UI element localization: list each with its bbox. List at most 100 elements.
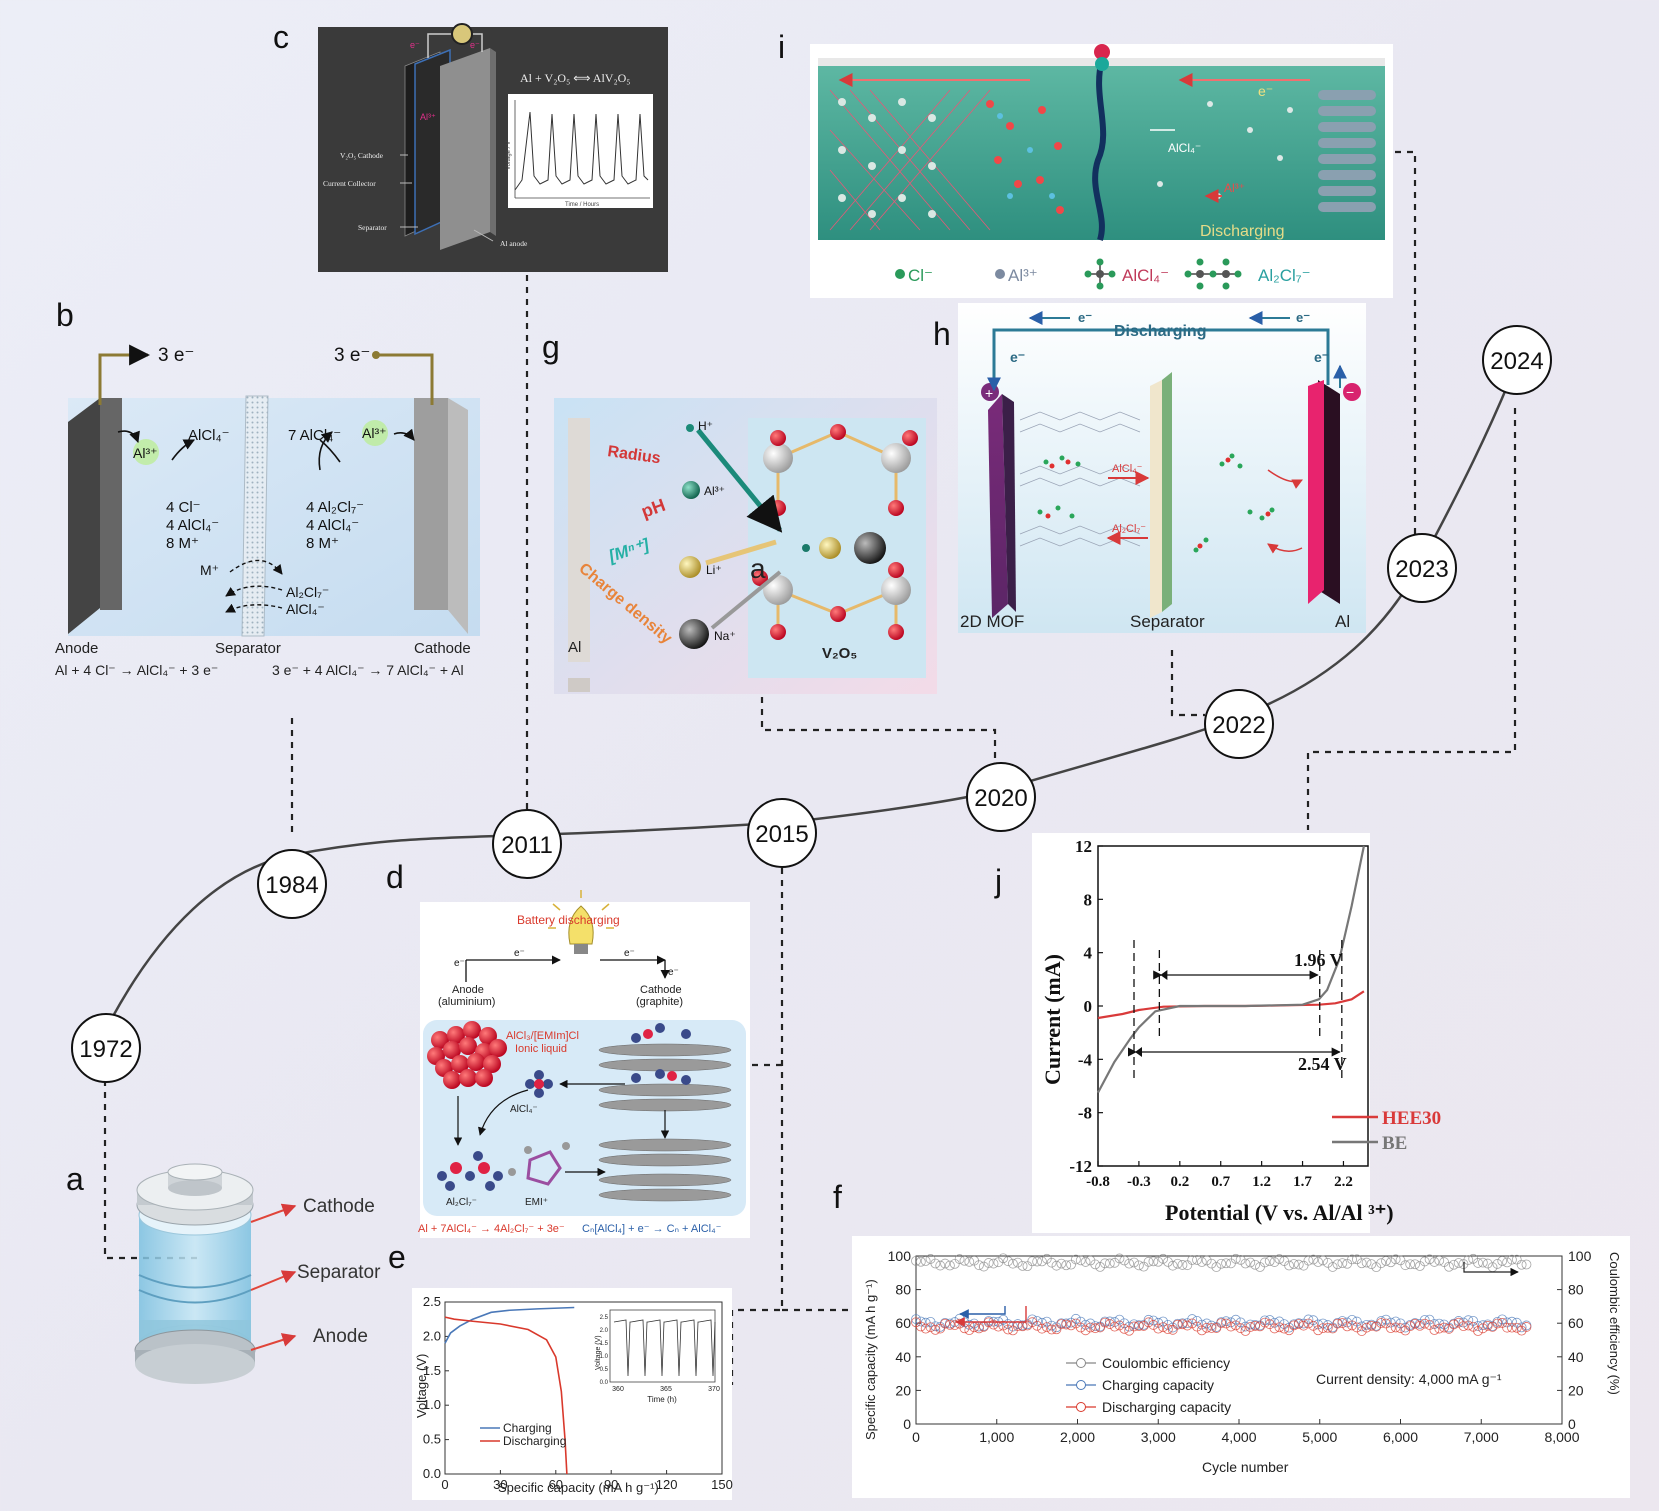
panel-f-point-0	[1477, 1257, 1488, 1268]
panel-f-xtick-label: 6,000	[1383, 1429, 1418, 1445]
panel-f-point-2	[1502, 1322, 1512, 1333]
panel-f-point-1	[915, 1316, 926, 1327]
panel-f-point-2	[1196, 1325, 1207, 1336]
panel-f-point-0	[1003, 1256, 1013, 1267]
panel-f-ytick-label-right: 60	[1568, 1315, 1584, 1331]
panel-f-point-0	[1463, 1255, 1474, 1265]
panel-d-schematic	[420, 890, 750, 1238]
panel-letter-h: h	[933, 316, 951, 352]
panel-f-point-2	[974, 1323, 984, 1334]
panel-b-al3-left: Al³⁺	[133, 445, 158, 461]
panel-f-point-0	[1201, 1255, 1212, 1266]
panel-b-eq-cathode: 3 e⁻ + 4 AlCl₄⁻ → 7 AlCl₄⁻ + Al	[272, 662, 464, 678]
panel-f-point-0	[1095, 1261, 1106, 1272]
panel-f-point-2	[945, 1319, 955, 1330]
panel-a-anode-label: Anode	[313, 1326, 368, 1347]
panel-f-ytick-label-left: 20	[895, 1382, 911, 1398]
panel-f-point-2	[1032, 1320, 1043, 1331]
panel-j-ytick-label: 12	[1075, 837, 1092, 856]
year-label-2023: 2023	[1395, 556, 1448, 583]
panel-g-a-label: a	[750, 553, 766, 584]
panel-f-point-0	[1502, 1257, 1512, 1268]
panel-f-point-2	[1303, 1318, 1314, 1329]
panel-f-point-1	[1114, 1314, 1125, 1325]
panel-h-separator-label: Separator	[1130, 612, 1205, 631]
panel-f-legend-label: Charging capacity	[1102, 1377, 1214, 1393]
panel-f-point-2	[1037, 1323, 1047, 1334]
panel-e-inset-ytick-label: 1.5	[600, 1341, 609, 1347]
panel-f-point-2	[1003, 1324, 1013, 1335]
panel-j-xlabel: Potential (V vs. Al/Al ³⁺)	[1165, 1200, 1394, 1225]
panel-d-alcl4: AlCl₄⁻	[510, 1104, 538, 1115]
panel-g-li: Li⁺	[706, 563, 722, 577]
panel-b-cathode-label: Cathode	[414, 640, 471, 657]
panel-f-point-2	[1066, 1320, 1076, 1331]
panel-e-series-discharging	[444, 1316, 568, 1475]
panel-f-point-0	[1284, 1260, 1294, 1271]
panel-g-v2o5: V₂O₅	[822, 645, 857, 662]
panel-f-point-0	[1051, 1260, 1062, 1271]
panel-f-point-1	[1390, 1316, 1401, 1327]
panel-f-point-1	[1032, 1316, 1043, 1326]
panel-f-point-0	[1482, 1258, 1493, 1269]
panel-a-separator-label: Separator	[297, 1262, 381, 1283]
panel-f-legend-label: Discharging capacity	[1102, 1399, 1231, 1415]
panel-e-inset-ylabel: Voltage (V)	[595, 1335, 602, 1370]
panel-e-inset-xlabel: Time (h)	[647, 1395, 677, 1404]
panel-e-ylabel: Voltage (V)	[414, 1354, 429, 1418]
panel-f-point-1	[1187, 1314, 1198, 1324]
panel-f-point-2	[1221, 1318, 1231, 1329]
panel-f-point-2	[1046, 1324, 1057, 1335]
panel-f-point-0	[1521, 1259, 1532, 1270]
panel-e-xtick-label: 60	[549, 1477, 563, 1492]
panel-b-eq-anode: Al + 4 Cl⁻ → AlCl₄⁻ + 3 e⁻	[55, 662, 218, 678]
panel-f-point-2	[1187, 1318, 1198, 1329]
panel-f-point-0	[1497, 1256, 1508, 1266]
panel-e-inset-xtick-label: 370	[708, 1386, 720, 1393]
panel-f-point-0	[1104, 1258, 1115, 1269]
panel-f-point-2	[1366, 1320, 1377, 1331]
panel-f-point-1	[1206, 1320, 1217, 1331]
year-node-2023: 2023	[1387, 533, 1457, 603]
panel-f-legend-marker	[1076, 1380, 1086, 1390]
panel-f-point-0	[1037, 1256, 1047, 1267]
panel-f-point-1	[1221, 1316, 1231, 1327]
panel-f-point-0	[1473, 1258, 1483, 1268]
panel-f-point-1	[1046, 1320, 1057, 1331]
panel-f-point-0	[1318, 1255, 1328, 1266]
year-node-1984: 1984	[257, 849, 327, 919]
panel-f-point-0	[1114, 1253, 1125, 1264]
panel-i-e-label: e⁻	[1258, 83, 1273, 99]
panel-f-point-2	[1143, 1317, 1154, 1328]
panel-e-xtick-label: 150	[711, 1477, 733, 1492]
panel-f-point-0	[1216, 1258, 1227, 1269]
panel-c-v2o5-cathode: V₂O₅ Cathode	[340, 151, 384, 160]
panel-f-point-1	[1356, 1321, 1367, 1332]
panel-f-ylabel-left: Specific capacity (mA h g⁻¹)	[863, 1279, 878, 1440]
year-label-2022: 2022	[1212, 712, 1265, 739]
panel-h-schematic: + −	[958, 303, 1366, 633]
panel-e-xlabel: Specific capacity (mA h g⁻¹)	[498, 1480, 659, 1495]
panel-b-right-stack-2: 8 M⁺	[306, 535, 339, 552]
panel-f-point-2	[1492, 1318, 1503, 1329]
panel-letter-d: d	[386, 859, 404, 895]
panel-f-ytick-label-left: 40	[895, 1349, 911, 1365]
panel-e-series-charging	[444, 1306, 575, 1344]
panel-f-point-1	[1477, 1320, 1488, 1331]
panel-e-xtick-label: 90	[604, 1477, 618, 1492]
panel-f-point-0	[1143, 1256, 1154, 1267]
panel-letter-j: j	[994, 863, 1002, 899]
panel-j-xtick-label: -0.8	[1086, 1174, 1110, 1190]
panel-f-point-0	[1100, 1258, 1110, 1269]
panel-f-ytick-label-left: 0	[903, 1416, 911, 1432]
panel-h-e-right: e⁻	[1314, 349, 1329, 365]
panel-f-point-2	[1434, 1323, 1445, 1334]
panel-f-point-0	[1012, 1257, 1023, 1268]
panel-f-point-0	[1119, 1255, 1130, 1266]
panel-f-xtick-label: 2,000	[1060, 1429, 1095, 1445]
panel-f-point-1	[1027, 1314, 1038, 1325]
panel-f-point-0	[959, 1255, 970, 1266]
panel-f-point-0	[1032, 1256, 1043, 1267]
panel-j-xtick-label: 0.2	[1170, 1174, 1189, 1190]
